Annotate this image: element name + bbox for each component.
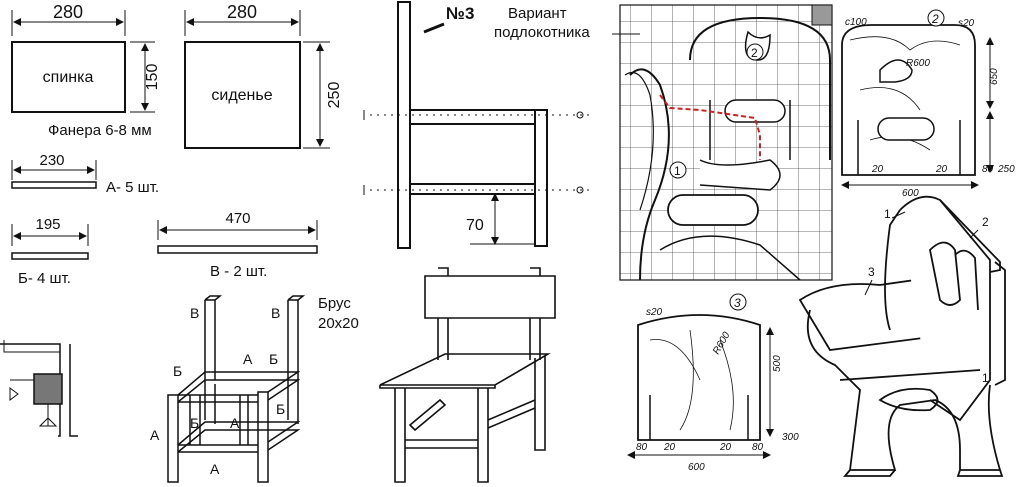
side-view-drawing [397,1,548,249]
panel3-dim-600: 600 [688,462,705,473]
armrest-template-grid [619,4,833,281]
panel2-dim-s20: s20 [958,18,975,29]
slat-v-caption: В - 2 шт. [210,263,267,280]
bench-marker-3: 3 [868,265,875,279]
panel-2-drawing [841,9,994,189]
frame-letter-v-left: В [190,305,199,321]
bench-leader-3 [864,279,873,296]
panel2-dim-80: 80 [982,164,994,175]
beam-note-line1: Брус [318,295,351,312]
bench-leader-1 [891,211,906,219]
frame-letter-a-2: А [150,427,160,443]
slat-b-caption: Б- 4 шт. [18,270,71,287]
panel2-dim-650: 650 [989,68,1000,85]
panel3-dim-500: 500 [772,355,783,372]
bench-3d-drawing [798,195,1006,477]
panel3-dim-80-right: 80 [752,442,764,453]
panel3-marker: 3 [734,296,741,310]
panel2-dim-250: 250 [997,164,1015,175]
slat-a-dim: 230 [39,152,64,169]
slat-b-dim: 195 [35,216,60,233]
slat-v-drawing: 470 В - 2 шт. [157,210,318,280]
frame-letter-b-3: Б [276,401,285,417]
panel3-dim-80-left: 80 [636,442,648,453]
beam-note-line2: 20x20 [318,315,359,332]
frame-letter-b-2: Б [269,351,278,367]
panel2-dim-20-right: 20 [935,164,948,175]
seat-panel-label: сиденье [211,87,272,104]
slat-a-drawing: 230 А- 5 шт. [11,152,159,196]
panel3-dim-20-right: 20 [719,442,732,453]
seat-height-dim: 250 [326,82,343,109]
panel2-dim-600: 600 [902,188,919,199]
panel3-dim-s20: s20 [646,307,663,318]
panel2-dim-r100: с100 [845,17,867,28]
armrest-variant-line2: подлокотника [494,24,590,41]
bench-leader-2 [969,229,979,239]
slat-v-dim: 470 [225,210,250,227]
bench-marker-2: 2 [982,215,989,229]
panel-3-drawing [627,293,774,459]
back-height-dim: 150 [144,64,161,91]
slat-a-caption: А- 5 шт. [106,179,159,196]
panel2-dim-20-left: 20 [871,164,884,175]
frame-letter-v-right: В [271,305,280,321]
frame-letter-b-4: Б [190,415,199,431]
chair-drawing [379,267,556,483]
frame-letter-b-1: Б [173,363,182,379]
frame-letter-a-1: А [243,351,253,367]
panel-seat-drawing: 280 сиденье 250 [184,2,343,149]
variant-number: №3 [446,4,474,23]
armrest-marker-1: 1 [674,164,681,178]
back-panel-label: спинка [43,69,94,86]
panel3-dim-300: 300 [782,432,799,443]
variant-pointer-line [423,22,445,34]
bench-marker-1-bottom: 1 [982,371,989,385]
armrest-variant-line1: Вариант [508,5,567,22]
seat-width-dim: 280 [227,2,257,22]
panel-back-drawing: 280 спинка 150 [11,2,161,113]
plywood-note: Фанера 6-8 мм [48,122,152,139]
side-view-dim-70: 70 [466,217,484,234]
frame-letter-a-4: А [210,461,220,477]
frame-letter-a-3: А [230,415,240,431]
frame-iso-drawing [167,295,306,483]
panel2-marker: 2 [931,12,939,26]
panel3-dim-20-left: 20 [663,442,676,453]
joint-detail-drawing [0,340,78,437]
bench-marker-1-top: 1 [884,207,891,221]
back-width-dim: 280 [53,2,83,22]
slat-b-drawing: 195 Б- 4 шт. [11,216,89,287]
panel3-dim-r600: R600 [711,330,733,357]
armrest-marker-2: 2 [751,46,758,60]
side-view-axes [363,110,590,245]
panel2-dim-r600: R600 [906,58,930,69]
